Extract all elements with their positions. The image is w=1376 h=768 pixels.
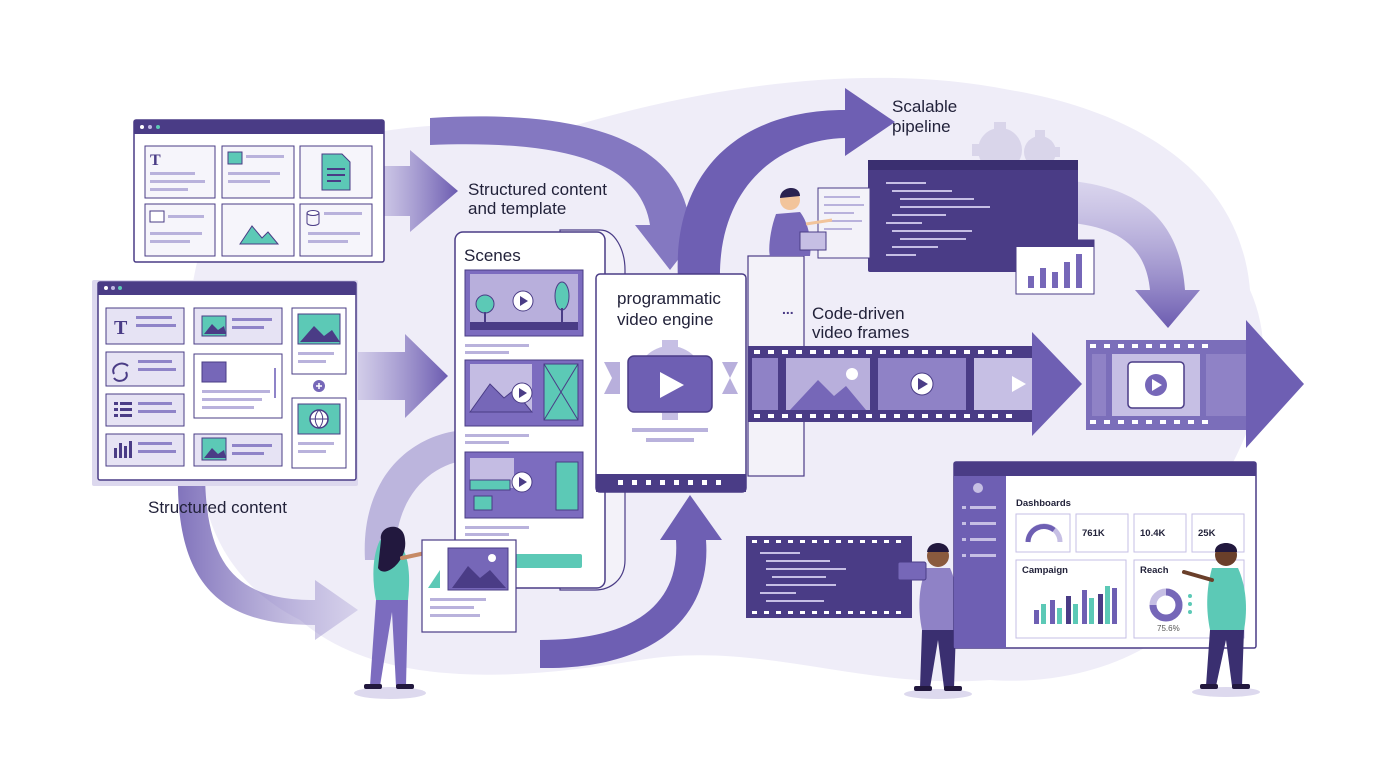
arrow-pipeline-down (1060, 180, 1200, 328)
content-panel-left: T (92, 280, 358, 486)
scalable-label-line2: pipeline (892, 117, 951, 136)
arrow-into-engine-bottom (540, 495, 722, 669)
text-icon: T (150, 152, 161, 169)
campaign-bars (1034, 586, 1117, 624)
arrow-from-content (352, 334, 448, 418)
person-presenting (1182, 543, 1260, 697)
engine-label-line1: programmatic (617, 289, 721, 308)
engine-play-icon (660, 372, 684, 398)
scenes-label: Scenes (464, 246, 521, 265)
chart-icon (114, 441, 132, 458)
svg-text:...: ... (782, 301, 794, 317)
structured-template-label-line2: and template (468, 199, 567, 218)
person-coding (769, 187, 833, 256)
reach-value: 75.6% (1157, 624, 1180, 633)
arrow-to-template (372, 150, 458, 232)
scenes-panel (454, 229, 626, 591)
mountain-icon (239, 225, 280, 245)
kpi-value-2: 10.4K (1140, 528, 1166, 539)
content-panel-top: T (133, 119, 385, 263)
arrow-content-down (177, 470, 358, 640)
dashboard-title: Dashboards (1016, 498, 1071, 509)
structured-template-label-line1: Structured content (468, 180, 607, 199)
scalable-label-line1: Scalable (892, 97, 958, 116)
kpi-value-1: 761K (1082, 528, 1105, 539)
list-icon (114, 402, 132, 417)
campaign-title: Campaign (1022, 565, 1068, 576)
engine-panel: ... (595, 255, 805, 493)
engine-label-line2: video engine (617, 310, 714, 329)
code-film-panel (746, 536, 912, 618)
document-icon (321, 153, 351, 191)
kpi-value-3: 25K (1198, 528, 1216, 539)
output-film-arrow (1086, 320, 1304, 448)
reach-title: Reach (1140, 565, 1169, 576)
dashboard-window (953, 461, 1257, 649)
person-pointing (354, 526, 517, 699)
link-icon (112, 362, 129, 382)
image-icon (227, 151, 243, 165)
video-icon (149, 210, 165, 223)
svg-text:T: T (114, 317, 128, 339)
code-editor-window (817, 160, 1095, 295)
film-strip (748, 332, 1082, 436)
structured-content-label: Structured content (148, 498, 287, 517)
code-driven-label-line1: Code-driven (812, 304, 905, 323)
arrow-into-engine-top (430, 116, 705, 270)
arrow-to-pipeline (677, 88, 895, 280)
person-tablet (897, 543, 972, 699)
database-icon (306, 210, 320, 216)
code-driven-label-line2: video frames (812, 323, 910, 342)
